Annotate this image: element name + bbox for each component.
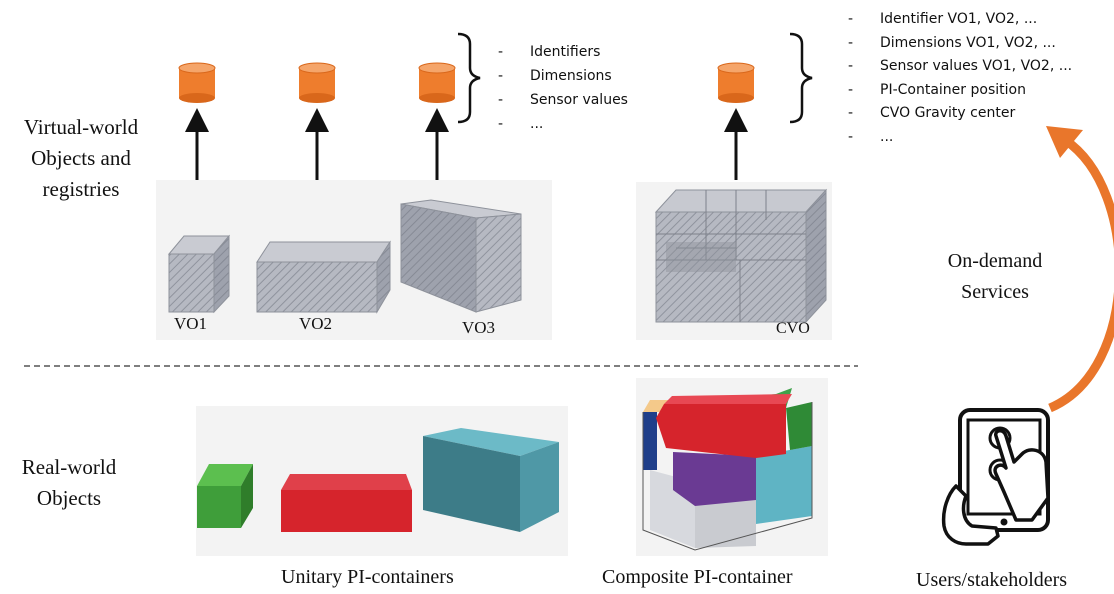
vo3-label: VO3 [462,318,496,337]
vo-attribute-item: Identifiers [498,40,628,64]
real-label-line-2: Objects [36,486,102,510]
cvo-attribute-item: Identifier VO1, VO2, ... [848,8,1072,32]
red-container [281,474,412,532]
cvo-label: CVO [776,320,810,337]
on-demand-services-label: On-demand Services [920,246,1070,308]
services-label-line-2: Services [961,281,1029,303]
vo-attribute-item: Dimensions [498,64,628,88]
users-stakeholders-label: Users/stakeholders [916,569,1068,591]
real-label-line-1: Real-world [21,455,117,479]
cvo-attributes-list: Identifier VO1, VO2, ... Dimensions VO1,… [848,8,1072,149]
vo2-box [256,240,391,314]
composite-container-label: Composite PI-container [602,566,793,588]
vo3-box [400,199,522,313]
registry-cylinder-cvo-icon [717,62,755,103]
cvo-attribute-item: PI-Container position [848,79,1072,103]
cvo-attribute-item: CVO Gravity center [848,102,1072,126]
cvo-attribute-item: Sensor values VO1, VO2, ... [848,55,1072,79]
vo1-box [167,234,231,314]
registry-cylinder-vo1-icon [178,62,216,103]
teal-container [423,428,559,532]
vo-attribute-item: ... [498,112,628,136]
on-demand-arrow [1048,136,1114,413]
unitary-containers-label: Unitary PI-containers [281,566,454,588]
services-label-line-1: On-demand [947,250,1043,272]
real-world-label: Real-world Objects [4,452,134,514]
vo1-label: VO1 [174,314,208,333]
vo2-label: VO2 [299,314,333,333]
brace-vo [457,32,481,124]
virtual-label-line-3: registries [42,177,120,201]
vo-attributes-list: Identifiers Dimensions Sensor values ... [498,40,628,136]
virtual-world-label: Virtual-world Objects and registries [6,112,156,205]
cvo-attribute-item: ... [848,126,1072,150]
virtual-label-line-1: Virtual-world [23,115,139,139]
green-container [197,464,253,528]
brace-cvo [789,32,813,124]
registry-cylinder-vo2-icon [298,62,336,103]
vo-attribute-item: Sensor values [498,88,628,112]
virtual-label-line-2: Objects and [31,146,131,170]
cvo-attribute-item: Dimensions VO1, VO2, ... [848,32,1072,56]
registry-cylinder-vo3-icon [418,62,456,103]
